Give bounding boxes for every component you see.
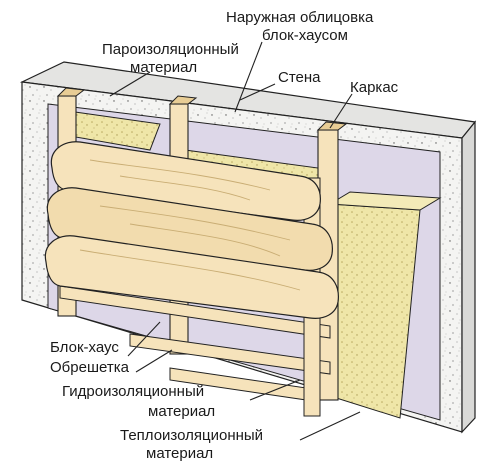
label-blockhouse: Блок-хаус <box>50 339 119 356</box>
blockhouse-boards <box>44 141 339 319</box>
label-frame: Каркас <box>350 79 399 96</box>
leader-title <box>234 41 263 113</box>
wall-side-face <box>461 120 476 434</box>
insulation-block-right-top <box>328 191 442 211</box>
title-line-1: Наружная облицовка <box>226 9 374 26</box>
frame-post-1-top <box>56 87 86 97</box>
label-insulation-line-1: Теплоизоляционный <box>120 427 263 444</box>
leader-insulation <box>299 411 361 441</box>
labels: Наружная облицовка блок-хаусом Пароизоля… <box>50 9 399 462</box>
label-wall: Стена <box>278 69 321 86</box>
leader-frame <box>329 93 353 129</box>
wood-grain <box>79 159 301 291</box>
frame-post-3-top <box>316 121 348 131</box>
leader-blockhouse <box>127 321 161 357</box>
title-line-2: блок-хаусом <box>262 27 348 44</box>
frame-post-2-top <box>168 95 198 105</box>
label-insulation-line-2: материал <box>146 445 213 462</box>
label-battens: Обрешетка <box>50 359 130 376</box>
label-waterproof-line-2: материал <box>148 403 215 420</box>
battens <box>59 177 331 417</box>
label-vapor-line-2: материал <box>130 59 197 76</box>
leader-wall <box>239 83 276 101</box>
leader-battens <box>135 349 173 373</box>
leader-lines <box>109 41 361 441</box>
leader-vapor <box>109 71 151 97</box>
leader-waterproof <box>249 379 301 401</box>
label-waterproof-line-1: Гидроизоляционный <box>62 383 204 400</box>
label-vapor-line-1: Пароизоляционный <box>102 41 239 58</box>
log-board-1 <box>50 141 321 221</box>
batten-1 <box>59 285 331 339</box>
batten-2 <box>129 333 331 375</box>
